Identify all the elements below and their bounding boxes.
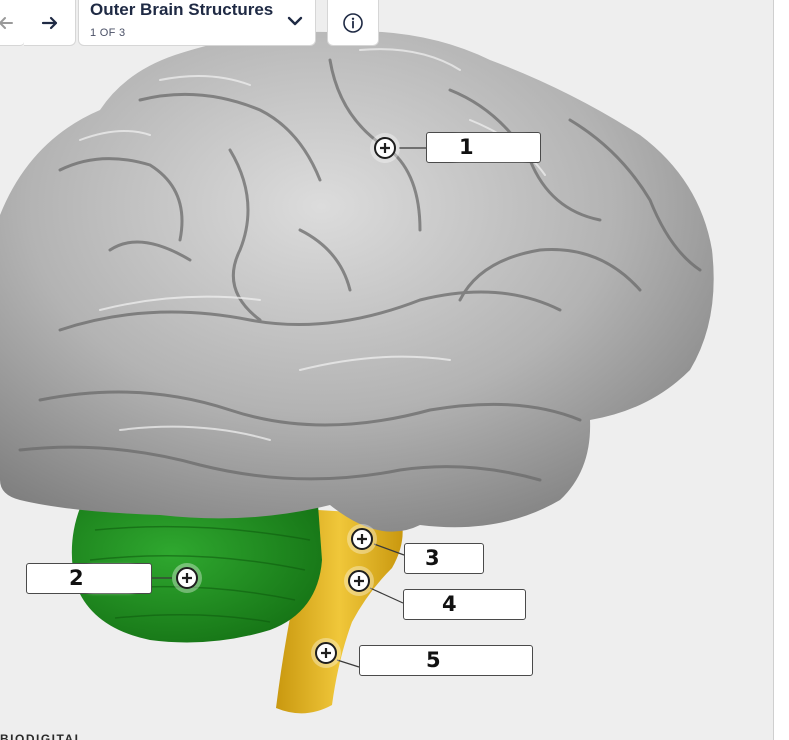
info-icon (343, 12, 363, 33)
page-title: Outer Brain Structures (90, 0, 274, 19)
cerebellum-folia (89, 525, 311, 623)
cerebellum[interactable] (71, 493, 322, 643)
hotspot-1[interactable] (370, 133, 400, 163)
label-field-2[interactable]: 2 (26, 563, 152, 594)
back-button[interactable] (0, 0, 24, 46)
plus-icon (354, 576, 364, 586)
brand-watermark: BIODIGITAL (0, 732, 84, 740)
hotspot-5[interactable] (311, 638, 341, 668)
label-number-1: 1 (459, 135, 474, 159)
label-field-5[interactable]: 5 (359, 645, 533, 676)
page-counter: 1 OF 3 (90, 27, 126, 39)
gyri-highlights (79, 48, 546, 441)
label-number-2: 2 (69, 566, 84, 590)
chevron-down-icon (287, 16, 303, 26)
label-number-3: 3 (425, 546, 440, 570)
arrow-right-icon (41, 16, 57, 29)
label-field-3[interactable]: 3 (404, 543, 484, 574)
chapter-selector[interactable]: Outer Brain Structures 1 OF 3 (78, 0, 316, 46)
brain-model[interactable] (0, 0, 773, 740)
label-number-5: 5 (426, 648, 441, 672)
plus-icon (357, 534, 367, 544)
cerebrum[interactable] (0, 31, 714, 532)
brainstem[interactable] (276, 510, 403, 714)
hotspot-4[interactable] (344, 566, 374, 596)
label-number-4: 4 (442, 592, 457, 616)
whiteout-mark (451, 139, 531, 157)
right-panel-edge (773, 0, 789, 740)
hotspot-3[interactable] (347, 524, 377, 554)
info-button[interactable] (327, 0, 379, 46)
plus-icon (380, 143, 390, 153)
model-viewport[interactable]: Outer Brain Structures 1 OF 3 1 2 3 (0, 0, 773, 740)
label-field-1[interactable]: 1 (426, 132, 541, 163)
hotspot-2[interactable] (172, 563, 202, 593)
plus-icon (182, 573, 192, 583)
label-field-4[interactable]: 4 (403, 589, 526, 620)
leader-lines (151, 147, 426, 668)
whiteout-mark (85, 569, 137, 589)
arrow-left-icon (0, 16, 13, 29)
plus-icon (321, 648, 331, 658)
forward-button[interactable] (24, 0, 76, 46)
